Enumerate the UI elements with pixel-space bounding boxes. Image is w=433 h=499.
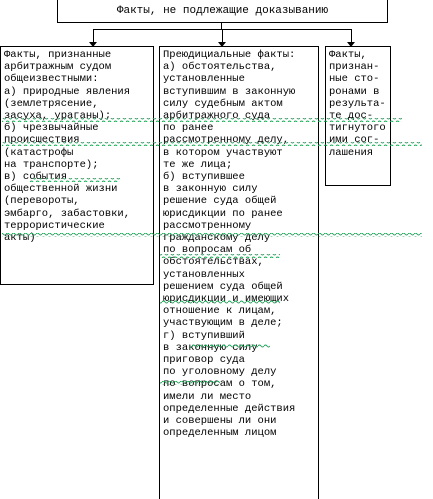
left-box-line: в) события bbox=[4, 171, 68, 184]
left-box-line: а) природные явления bbox=[4, 85, 131, 98]
right-box-line: ные сто- bbox=[329, 73, 380, 86]
right-box-line: ими сог- bbox=[329, 134, 380, 147]
diagram-title: Факты, не подлежащие доказыванию bbox=[116, 5, 329, 17]
right-box-line: тигнутого bbox=[329, 122, 386, 135]
left-box-line: арбитражным судом bbox=[4, 61, 112, 74]
middle-box-line: обстоятельствах, bbox=[163, 256, 264, 269]
left-box-line: засуха, ураганы); bbox=[4, 110, 112, 123]
middle-box-line: определенные действия bbox=[163, 402, 296, 415]
middle-box-line: б) вступившее bbox=[163, 171, 245, 184]
middle-box-line: рассмотренному делу, bbox=[163, 134, 290, 147]
middle-box-line: гражданскому делу bbox=[163, 232, 271, 245]
middle-box-line: отношение к лицам, bbox=[163, 305, 277, 318]
right-box-line: Факты, bbox=[329, 49, 367, 61]
middle-box-line: установленные bbox=[163, 73, 245, 86]
left-box-line: эмбарго, забастовки, bbox=[4, 207, 131, 220]
middle-box-line: те же лица; bbox=[163, 158, 233, 171]
middle-box-line: Преюдициальные факты: bbox=[163, 49, 296, 61]
drop-line-left bbox=[93, 29, 94, 43]
middle-box-line: по уголовному делу bbox=[163, 366, 277, 379]
middle-box-line: г) вступивший bbox=[163, 329, 245, 342]
arrow-down-middle-icon bbox=[218, 42, 226, 47]
left-box-line: происшествия bbox=[4, 134, 80, 147]
middle-box-line: а) обстоятельства, bbox=[163, 61, 277, 74]
right-box-line: лашения bbox=[329, 146, 374, 159]
left-box-line: (перевороты, bbox=[4, 195, 80, 208]
middle-box-line: вступившим в законную bbox=[163, 85, 296, 98]
middle-box-line: и совершены ли они bbox=[163, 415, 277, 428]
middle-box-line: юрисдикции по ранее bbox=[163, 207, 283, 220]
right-box-line: результа- bbox=[329, 97, 386, 110]
middle-box-line: юрисдикции и имеющих bbox=[163, 293, 290, 306]
left-box-line: общеизвестными: bbox=[4, 73, 99, 86]
middle-box-line: имели ли место bbox=[163, 390, 252, 403]
left-box-line: террористические bbox=[4, 219, 105, 232]
middle-box-line: по ранее bbox=[163, 122, 214, 135]
left-box-line: б) чрезвычайные bbox=[4, 122, 99, 135]
left-box-line: (катастрофы bbox=[4, 146, 74, 159]
left-box-line: (землетрясение, bbox=[4, 97, 99, 110]
middle-box-line: установленных bbox=[163, 268, 245, 281]
middle-box-line: силу судебным актом bbox=[163, 97, 283, 110]
arrow-down-right-icon bbox=[347, 42, 355, 47]
middle-box-line: участвующим в деле; bbox=[163, 317, 283, 330]
middle-box-line: арбитражного суда bbox=[163, 110, 271, 123]
middle-box-line: рассмотренному bbox=[163, 219, 252, 232]
middle-box-line: определенным лицом bbox=[163, 427, 277, 440]
right-box-line: ронами в bbox=[329, 85, 380, 98]
right-box-line: те дос- bbox=[329, 110, 374, 123]
drop-line-middle bbox=[222, 29, 223, 43]
middle-box-line: в законную силу bbox=[163, 183, 258, 196]
left-box-line: акты) bbox=[4, 232, 36, 245]
title-box: Факты, не подлежащие доказыванию bbox=[57, 0, 388, 23]
middle-box-line: по вопросам об bbox=[163, 244, 252, 257]
middle-box-line: в законную силу bbox=[163, 341, 258, 354]
drop-line-right bbox=[351, 29, 352, 43]
middle-box-line: решением суда общей bbox=[163, 280, 283, 293]
middle-box-line: по вопросам о том, bbox=[163, 378, 277, 391]
middle-box-prejudicial-facts: Преюдициальные факты:а) обстоятельства,у… bbox=[159, 46, 319, 499]
middle-box-line: в котором участвуют bbox=[163, 146, 283, 159]
left-box-line: на транспорте); bbox=[4, 158, 99, 171]
left-box-line: общественной жизни bbox=[4, 183, 118, 196]
middle-box-line: приговор суда bbox=[163, 354, 245, 367]
title-stem bbox=[221, 23, 222, 29]
right-box-line: признан- bbox=[329, 61, 380, 74]
arrow-down-left-icon bbox=[89, 42, 97, 47]
middle-box-line: решение суда общей bbox=[163, 195, 277, 208]
left-box-line: Факты, признанные bbox=[4, 49, 112, 61]
